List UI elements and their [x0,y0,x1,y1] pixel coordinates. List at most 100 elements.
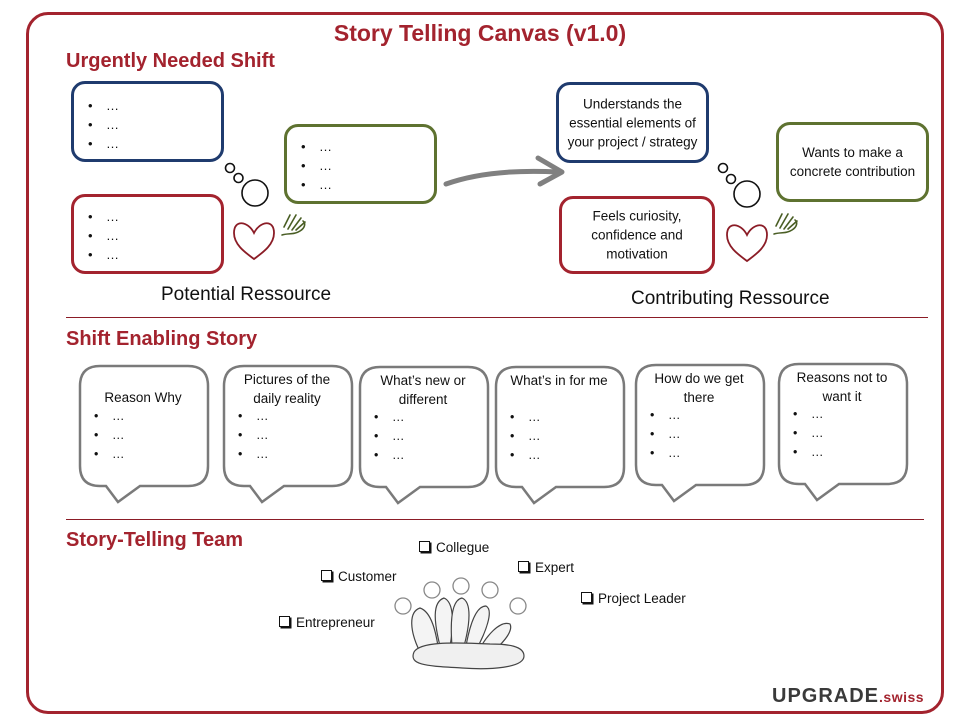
story-bubble[interactable]: Reasons not to want it•…•…•… [777,362,909,502]
bullet: • [510,410,515,424]
bullet: • [238,428,243,442]
bullet: • [374,429,379,443]
team-member-collegue[interactable]: Collegue [419,540,489,555]
list-item: •… [793,424,824,443]
heart-icon [233,222,275,261]
page-title: Story Telling Canvas (v1.0) [333,20,627,46]
contributing-acting-box[interactable]: Wants to make a concrete contribution [776,122,929,202]
bullet: • [94,447,99,461]
story-bubble-list: •…•…•… [510,408,541,465]
bullet-text: … [811,445,824,459]
list-item: •… [94,426,125,445]
section-heading-urgent-shift: Urgently Needed Shift [66,50,275,72]
bullet: • [374,410,379,424]
story-bubble-list: •…•…•… [374,408,405,465]
contributing-thinking-box[interactable]: Understands the essential elements of yo… [556,82,709,163]
story-bubble[interactable]: Pictures of the daily reality•…•…•… [222,364,354,504]
list-item: •… [238,426,269,445]
list-item: •… [374,427,405,446]
speech-bubble-shape [494,365,626,505]
contributing-acting-text: Wants to make a concrete contribution [789,145,916,179]
bullet-text: … [112,409,125,423]
bullet-text: … [668,408,681,422]
list-item: •… [301,139,332,154]
list-item: •… [510,408,541,427]
bullet: • [793,445,798,459]
upgrade-swiss-logo: UPGRADE.swiss [772,685,925,707]
bullet: • [650,446,655,460]
list-item: •… [793,405,824,424]
list-item: •… [650,425,681,444]
story-bubble-list: •…•…•… [793,405,824,462]
list-item: •… [793,443,824,462]
team-member-expert[interactable]: Expert [518,560,574,575]
bullet: • [650,427,655,441]
contributing-thinking-text: Understands the essential elements of yo… [567,96,698,149]
speech-bubble-shape [777,362,909,502]
section-divider [66,317,928,318]
story-bubble-title: Reasons not to want it [796,370,888,404]
list-item: •… [374,408,405,427]
potential-icons [224,162,306,261]
story-bubble[interactable]: Reason Why•…•…•… [78,364,210,504]
contributing-feeling-box[interactable]: Feels curiosity, confidence and motivati… [559,196,715,274]
list-item: •… [238,407,269,426]
heart-icon [726,224,768,263]
list-item: •… [94,407,125,426]
bullet: • [238,447,243,461]
bullet-text: … [528,448,541,462]
checkbox[interactable] [279,616,290,627]
story-bubble-title: What’s in for me [510,373,608,388]
list-item: •… [301,177,332,192]
potential-acting-box[interactable]: •… •… •… [284,124,437,204]
story-bubble-list: •…•…•… [94,407,125,464]
bullet: • [650,408,655,422]
speech-bubble-shape [78,364,210,504]
bullet: • [374,448,379,462]
story-bubble-list: •…•…•… [238,407,269,464]
bullet-text: … [668,446,681,460]
bullet-text: … [112,447,125,461]
checkbox[interactable] [321,570,332,581]
bullet-text: … [528,429,541,443]
speech-bubble-shape [358,365,490,505]
bullet-text: … [392,410,405,424]
list-item: •… [650,406,681,425]
story-bubble[interactable]: What’s new or different•…•…•… [358,365,490,505]
checkbox[interactable] [419,541,430,552]
story-bubble-list: •…•…•… [650,406,681,463]
team-member-entrepreneur[interactable]: Entrepreneur [279,615,375,630]
thought-bubble-icon [717,162,761,208]
potential-thinking-box[interactable]: •… •… •… [71,81,224,162]
hand-icon [281,214,306,236]
list-item: •… [301,158,332,173]
list-item: •… [88,98,119,113]
bullet: • [510,448,515,462]
bullet-text: … [528,410,541,424]
list-item: •… [374,446,405,465]
speech-bubble-shape [222,364,354,504]
bullet-text: … [668,427,681,441]
list-item: •… [238,445,269,464]
bullet-text: … [256,409,269,423]
story-bubble[interactable]: What’s in for me•…•…•… [494,365,626,505]
contributing-ressource-label: Contributing Ressource [631,288,830,309]
team-member-project-leader[interactable]: Project Leader [581,591,686,606]
bullet-text: … [256,447,269,461]
checkbox[interactable] [581,592,592,603]
hand-icon [773,213,798,235]
bullet-text: … [256,428,269,442]
contributing-icons [717,162,798,263]
list-item: •… [94,445,125,464]
bullet-text: … [392,429,405,443]
checkbox[interactable] [518,561,529,572]
potential-feeling-box[interactable]: •… •… •… [71,194,224,274]
potential-ressource-label: Potential Ressource [161,284,332,305]
thought-bubble-icon [224,162,269,207]
story-bubble-title: Pictures of the daily reality [243,372,331,406]
bullet: • [793,426,798,440]
team-member-customer[interactable]: Customer [321,569,397,584]
story-bubble[interactable]: How do we get there•…•…•… [634,363,766,503]
list-item: •… [88,136,119,151]
story-bubble-title: How do we get there [654,371,744,405]
